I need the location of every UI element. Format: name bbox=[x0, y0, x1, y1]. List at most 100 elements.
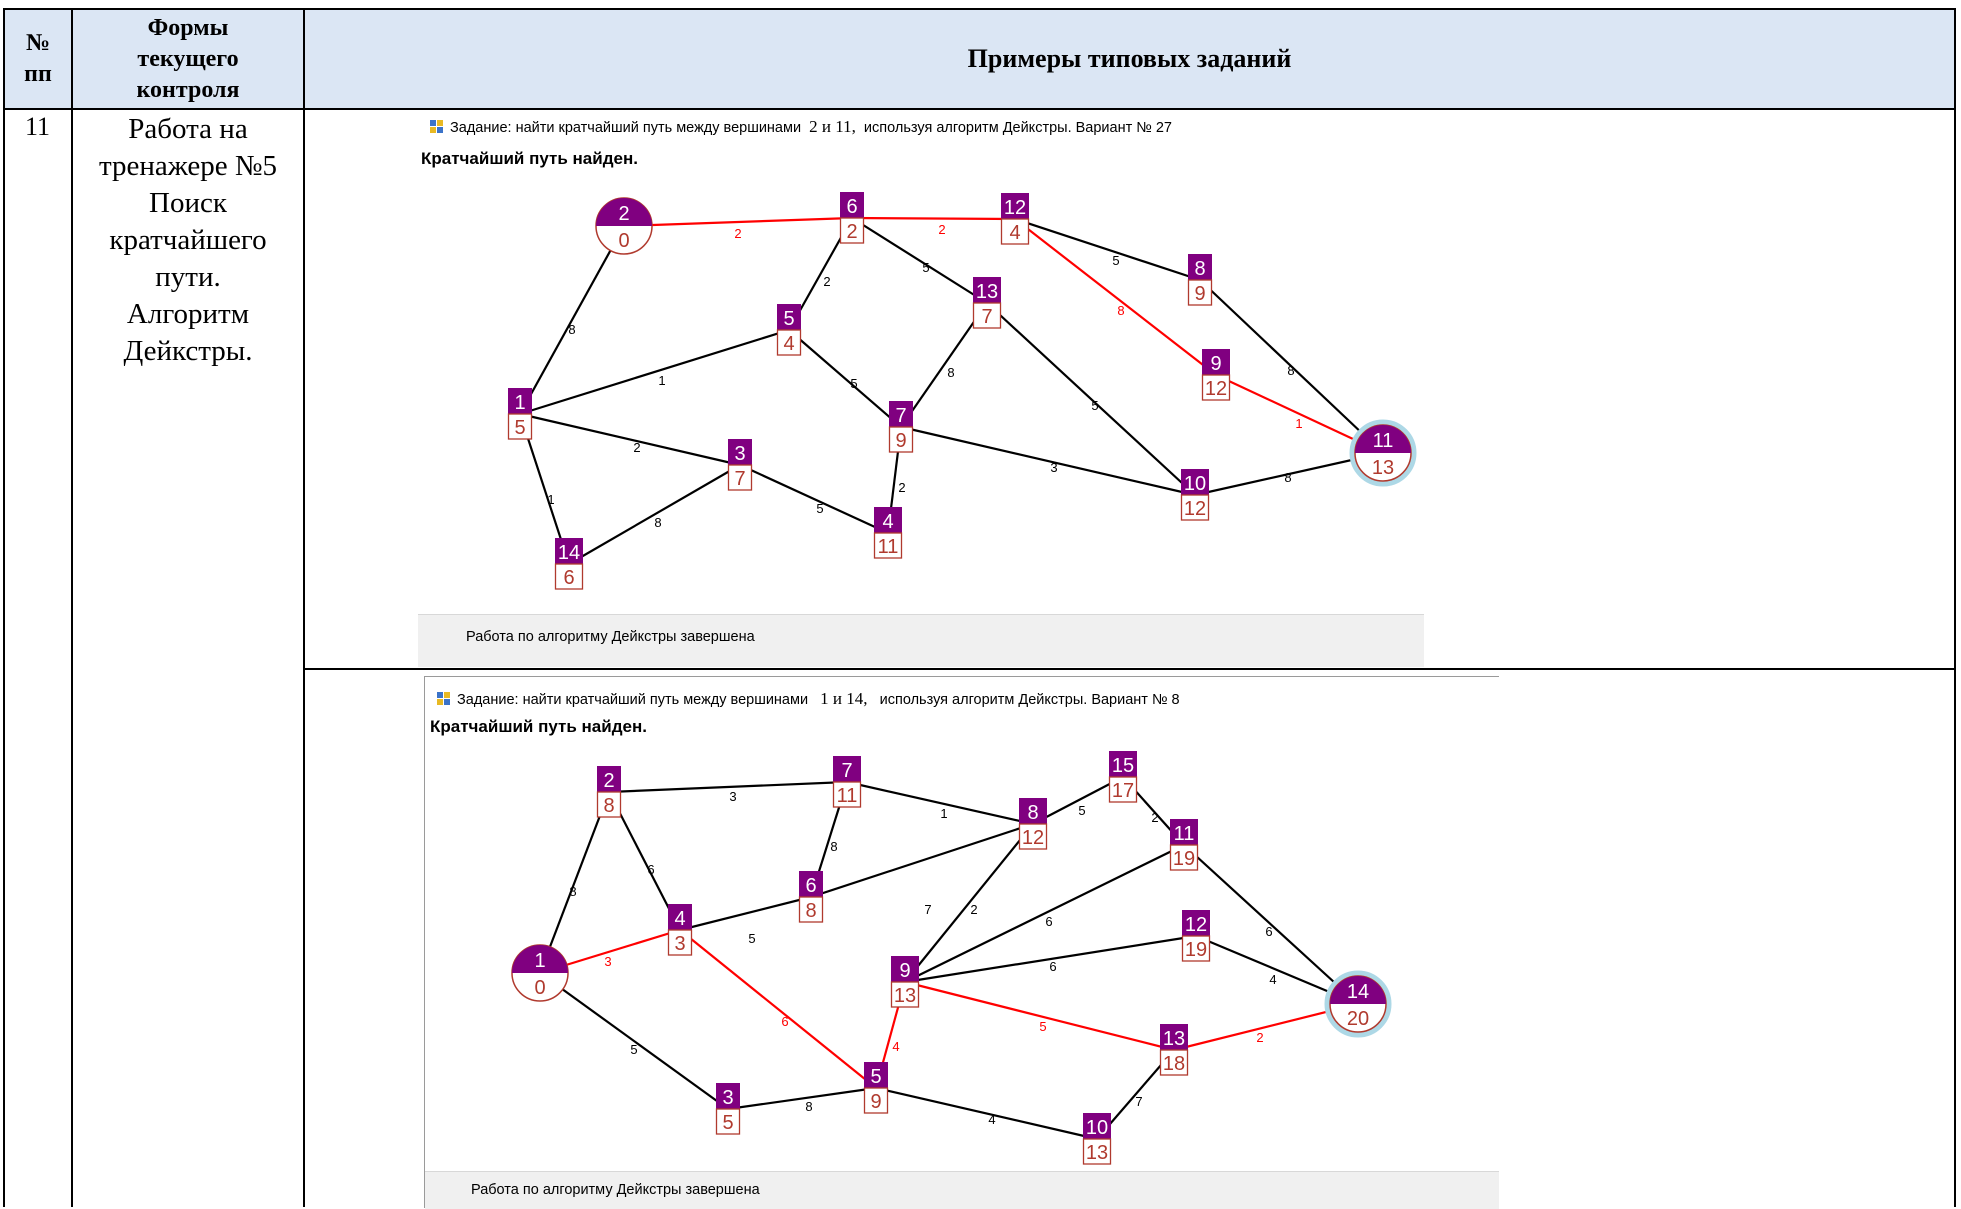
graph-edge bbox=[904, 934, 1197, 984]
form-line: Алгоритм bbox=[126, 298, 250, 330]
header-examples-label: Примеры типовых заданий bbox=[967, 44, 1292, 73]
form-line: пути. bbox=[155, 261, 221, 293]
vertex-id-label: 7 bbox=[895, 405, 906, 427]
edge-weight-label: 8 bbox=[654, 515, 661, 530]
vertex-distance-label: 2 bbox=[846, 221, 857, 243]
graph-edge bbox=[1014, 217, 1201, 282]
edge-weight-label: 2 bbox=[1256, 1030, 1263, 1045]
form-line: кратчайшего bbox=[109, 224, 267, 256]
vertex-distance-label: 5 bbox=[722, 1112, 733, 1134]
vertex-id-label: 13 bbox=[976, 281, 998, 303]
edge-weight-label: 8 bbox=[830, 839, 837, 854]
edge-weight-label: 5 bbox=[1078, 803, 1085, 818]
status-bar-1: Работа по алгоритму Дейкстры завершена bbox=[418, 614, 1424, 667]
edge-weight-label: 8 bbox=[1287, 363, 1294, 378]
edge-weight-label: 5 bbox=[1091, 398, 1098, 413]
edge-weight-label: 8 bbox=[1284, 470, 1291, 485]
vertex-distance-label: 5 bbox=[514, 417, 525, 439]
vertex-id-half bbox=[596, 198, 652, 226]
vertex-distance-label: 12 bbox=[1184, 498, 1206, 520]
task-title-prefix: Задание: найти кратчайший путь между вер… bbox=[450, 120, 802, 136]
edge-weight-label: 6 bbox=[647, 862, 654, 877]
form-line: Дейкстры. bbox=[123, 335, 253, 367]
vertex-id-box bbox=[1160, 1024, 1188, 1050]
graph-vertex: 35 bbox=[715, 1083, 741, 1135]
vertex-distance-label: 6 bbox=[563, 567, 574, 589]
graph-vertex: 89 bbox=[1187, 254, 1213, 306]
status-bar-2: Работа по алгоритму Дейкстры завершена bbox=[425, 1171, 1499, 1209]
vertex-distance-label: 0 bbox=[618, 230, 629, 252]
edge-weight-label: 3 bbox=[729, 789, 736, 804]
app-window-icon bbox=[437, 692, 451, 706]
vertex-distance-label: 20 bbox=[1347, 1008, 1369, 1030]
graph-edge bbox=[851, 216, 1016, 221]
graph-edge bbox=[846, 780, 1034, 826]
vertex-id-label: 2 bbox=[603, 770, 614, 792]
graph-edge bbox=[986, 302, 1196, 496]
graph-edge bbox=[904, 823, 1034, 983]
status-text-1: Работа по алгоритму Дейкстры завершена bbox=[466, 629, 755, 645]
vertex-distance-label: 4 bbox=[1009, 222, 1020, 244]
graph-vertex: 43 bbox=[667, 904, 693, 956]
edge-weight-label: 6 bbox=[1265, 924, 1272, 939]
vertex-id-box bbox=[668, 904, 692, 930]
vertex-distance-box bbox=[1201, 374, 1231, 401]
graph-vertex: 146 bbox=[554, 538, 584, 590]
graph-vertex: 10 bbox=[511, 944, 569, 1002]
vertex-distance-box bbox=[596, 791, 622, 818]
vertex-distance-box bbox=[890, 981, 920, 1008]
task-title-suffix: используя алгоритм Дейкстры. Вариант № 2… bbox=[863, 120, 1172, 136]
column-divider-1 bbox=[71, 8, 73, 1207]
graph-edge bbox=[851, 217, 988, 304]
graph-vertex: 37 bbox=[727, 439, 753, 491]
graph-vertex: 913 bbox=[890, 956, 920, 1008]
vertex-distance-box bbox=[776, 329, 802, 356]
vertex-distance-label: 12 bbox=[1022, 827, 1044, 849]
vertex-id-box bbox=[891, 956, 919, 982]
vertex-id-label: 11 bbox=[1373, 430, 1394, 452]
graph-edge bbox=[1183, 844, 1359, 1005]
graph-vertex: 912 bbox=[1201, 349, 1231, 401]
edge-weight-label: 1 bbox=[940, 806, 947, 821]
graph-vertex: 137 bbox=[972, 277, 1002, 329]
graph-edge bbox=[538, 791, 611, 974]
row-divider bbox=[303, 668, 1956, 670]
graph-vertex: 124 bbox=[1000, 193, 1030, 245]
vertex-distance-label: 3 bbox=[674, 933, 685, 955]
task-panel-1: Задание: найти кратчайший путь между вер… bbox=[418, 112, 1424, 667]
vertex-distance-label: 4 bbox=[783, 333, 794, 355]
graph-vertex: 59 bbox=[863, 1062, 889, 1114]
graph-edge bbox=[900, 302, 988, 428]
graph-vertex: 15 bbox=[507, 388, 533, 440]
vertex-id-label: 13 bbox=[1163, 1028, 1185, 1050]
graph-edge bbox=[788, 329, 902, 428]
vertex-id-label: 5 bbox=[870, 1066, 881, 1088]
vertex-id-box bbox=[833, 756, 861, 782]
edge-weight-label: 8 bbox=[1117, 303, 1124, 318]
graph-edge bbox=[679, 929, 877, 1089]
vertex-id-box bbox=[874, 507, 902, 533]
edge-weight-label: 4 bbox=[1269, 972, 1276, 987]
graph-edge bbox=[519, 412, 741, 467]
header-num: № пп bbox=[5, 10, 71, 108]
edge-weight-label: 6 bbox=[1045, 914, 1052, 929]
graph-vertex: 68 bbox=[798, 871, 824, 923]
vertex-id-label: 1 bbox=[514, 392, 525, 414]
graph-edge bbox=[900, 425, 1196, 497]
vertex-id-label: 12 bbox=[1004, 197, 1026, 219]
vertex-distance-label: 18 bbox=[1163, 1053, 1185, 1075]
graph-edge bbox=[1032, 776, 1124, 825]
vertex-distance-label: 11 bbox=[837, 785, 858, 807]
vertex-id-half bbox=[1355, 425, 1411, 453]
edge-weight-label: 8 bbox=[947, 365, 954, 380]
vertex-distance-label: 8 bbox=[603, 795, 614, 817]
vertex-distance-box bbox=[1187, 279, 1213, 306]
vertex-id-box bbox=[1202, 349, 1230, 375]
graph-edge bbox=[1199, 279, 1384, 454]
target-ring bbox=[1349, 419, 1417, 487]
